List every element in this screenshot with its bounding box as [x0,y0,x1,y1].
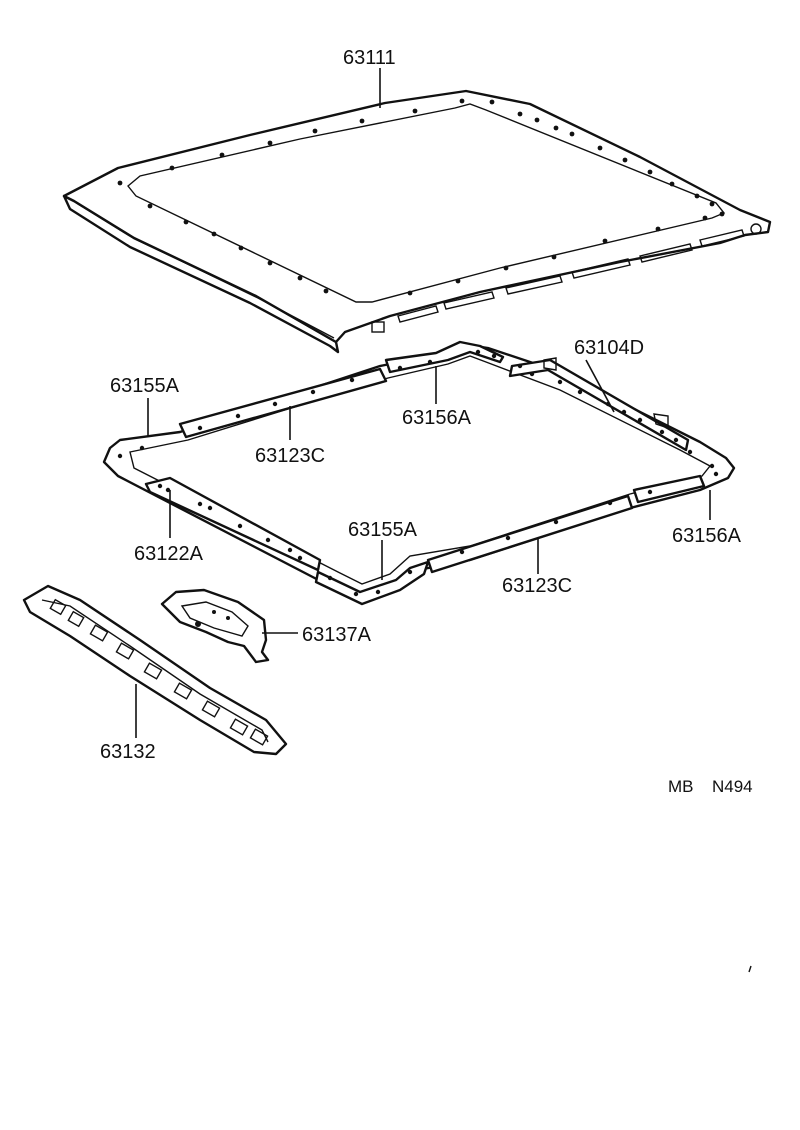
roof-opening [127,103,726,303]
stray-mark [748,965,752,973]
frame-holes [117,349,719,597]
bracket-outline [160,588,270,664]
strip-63155a-center [314,560,430,606]
diagram-code-number: N494 [712,777,753,796]
label-63122a: 63122A [134,543,204,565]
roof-rib-3 [505,275,563,295]
label-63111: 63111 [343,47,396,69]
label-63155a-center: 63155A [348,519,418,541]
header-outline [22,584,288,756]
roof-rib-1 [397,305,439,323]
roof-rear-bolt [750,223,762,235]
roof-front-bracket [371,321,385,333]
header-cutouts [49,598,269,746]
header-panel-63132 [22,584,288,756]
diagram-code-prefix: MB [668,777,694,796]
leader-63104d [585,359,615,413]
roof-holes [117,98,725,296]
bracket-inner [180,601,249,637]
strip-63123c-lower [426,494,634,574]
label-63104d: 63104D [574,337,644,359]
strip-63156a-right [632,474,706,504]
roof-frame [102,340,736,606]
bracket-63137a [160,588,270,664]
strip-63122a [144,476,322,572]
label-63123c-lower: 63123C [502,575,572,597]
roof-outer-shell [62,89,772,344]
strip-63156a-top [384,340,505,374]
label-63156a-top: 63156A [402,407,472,429]
roof-rib-4 [571,258,631,279]
label-63123c-upper: 63123C [255,445,325,467]
frame-tab-1 [543,357,557,371]
label-63155a-left: 63155A [110,375,180,397]
roof-rib-5 [639,243,693,263]
label-63137a: 63137A [302,624,372,646]
label-63156a-right: 63156A [672,525,742,547]
roof-rib-2 [443,291,495,310]
roof-rib-6 [699,229,745,247]
strip-63123c-upper [178,367,388,439]
bracket-hole [195,621,201,627]
roof-rear-lip [77,203,335,339]
leader-lines [135,68,711,738]
frame-tab-2 [653,413,669,429]
roof-panel [62,89,772,354]
label-63132: 63132 [100,741,156,763]
strip-63104d [508,358,690,452]
frame-inner-edge [129,355,712,585]
